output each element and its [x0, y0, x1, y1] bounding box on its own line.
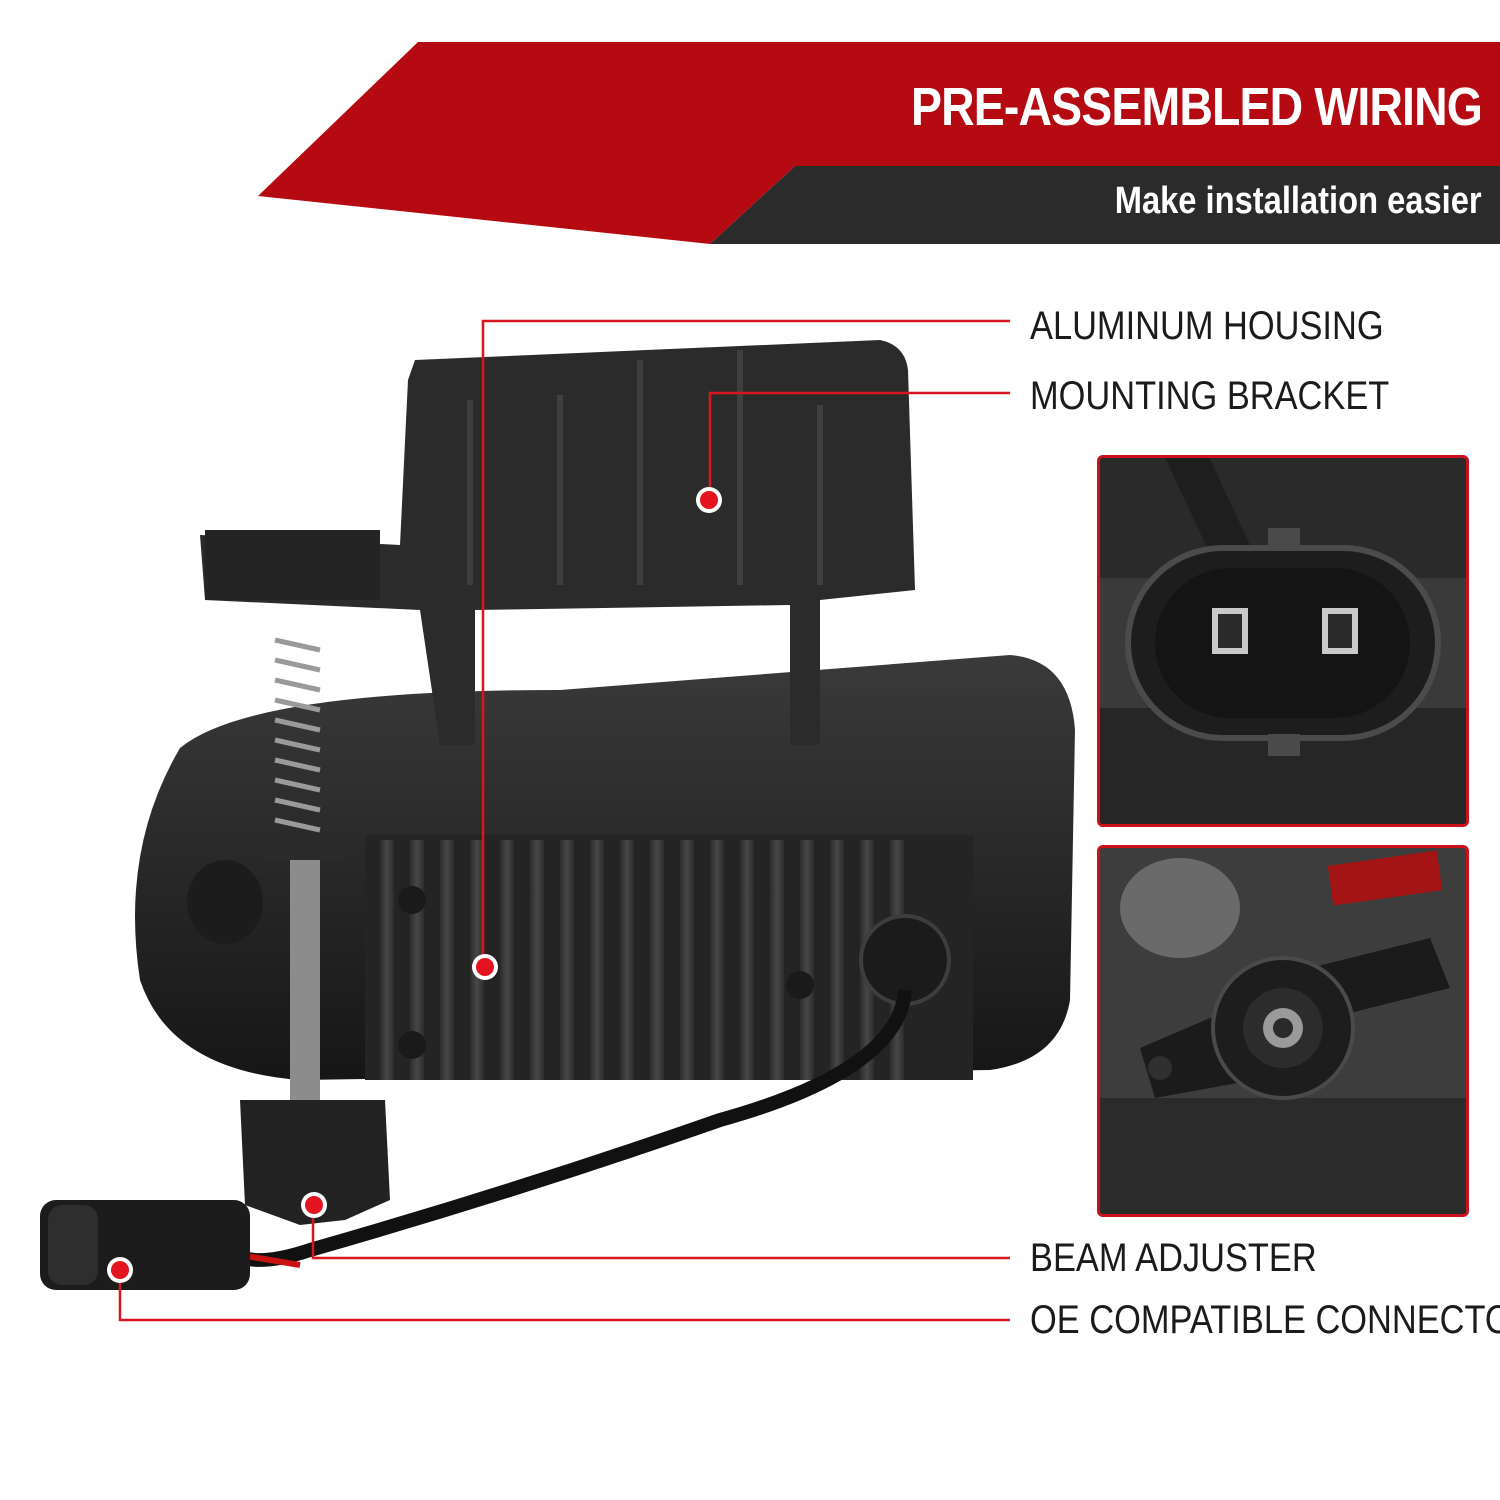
callout-leaders [118, 319, 1010, 1322]
beam-adjuster-image [1100, 848, 1466, 1214]
inset-adjuster-closeup [1097, 845, 1469, 1217]
callout-mounting-bracket: MOUNTING BRACKET [1030, 374, 1390, 418]
banner-red-band [258, 42, 1500, 244]
banner-subtitle: Make installation easier [1115, 180, 1482, 222]
banner-title: PRE-ASSEMBLED WIRING [910, 77, 1483, 137]
inset-connector-closeup [1097, 455, 1469, 827]
wiring-cable [225, 989, 912, 1267]
callout-markers [107, 487, 722, 1283]
connector-socket-image [1100, 458, 1466, 824]
housing-left-boss [187, 860, 263, 944]
adjuster-knob [240, 1100, 390, 1225]
bracket-ribs [467, 350, 823, 585]
banner-dark-band [710, 166, 1500, 244]
callout-beam-adjuster: BEAM ADJUSTER [1030, 1236, 1317, 1280]
callout-oe-connector: OE COMPATIBLE CONNECTOR [1030, 1298, 1500, 1342]
callout-aluminum-housing: ALUMINUM HOUSING [1030, 304, 1384, 348]
beam-adjuster-assembly [240, 637, 390, 1225]
